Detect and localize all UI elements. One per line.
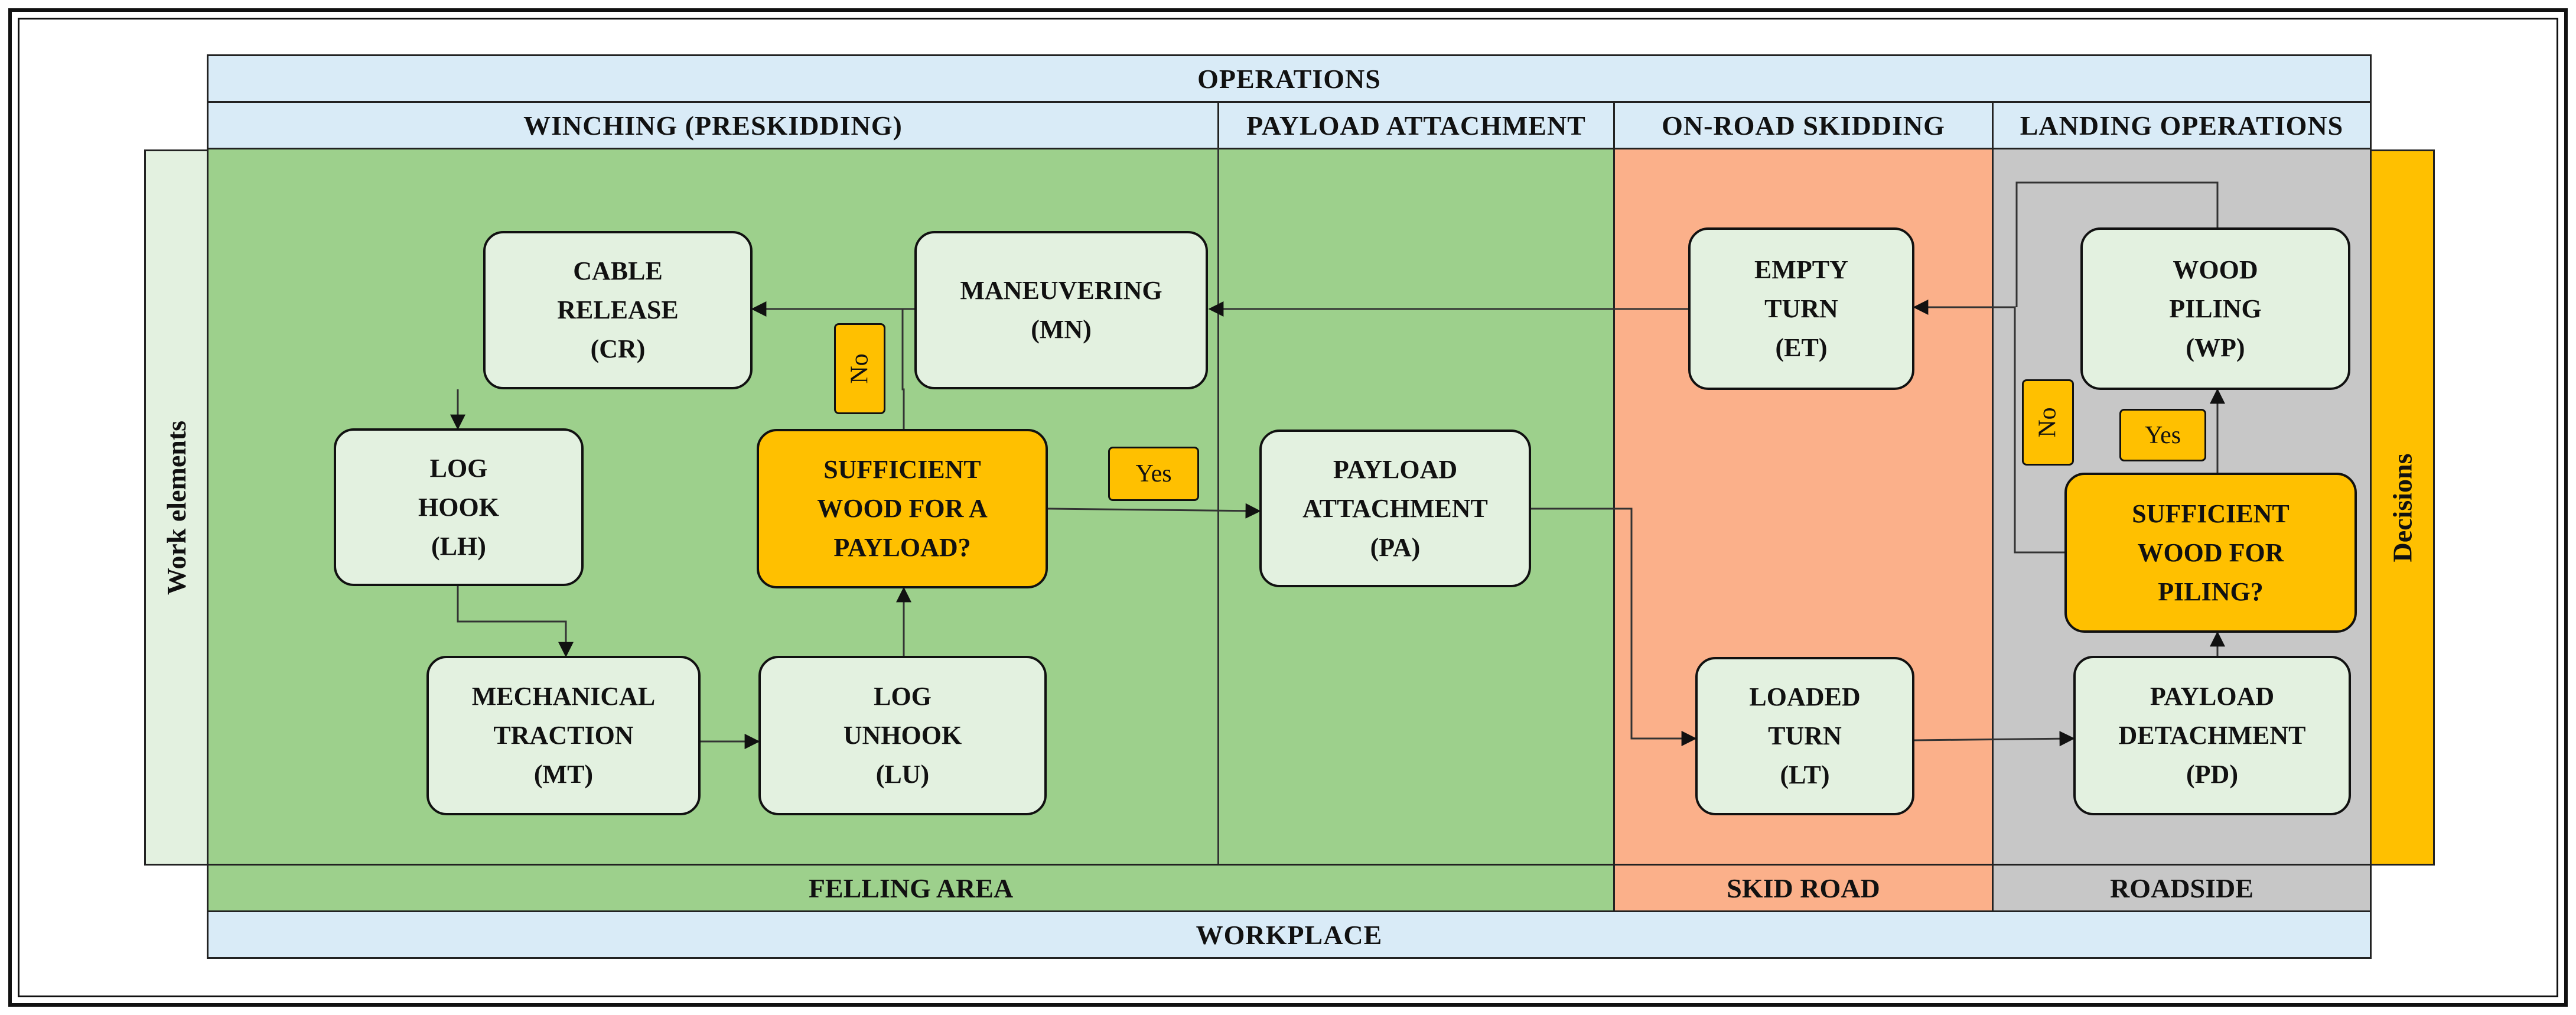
node-et-line2: TURN bbox=[1764, 294, 1838, 323]
node-mt-line1: MECHANICAL bbox=[471, 682, 656, 711]
node-lt-line2: TURN bbox=[1768, 721, 1842, 750]
node-cr-line3: (CR) bbox=[590, 334, 646, 363]
node-cr-line2: RELEASE bbox=[557, 295, 679, 324]
decision-sufficient-wood-piling: SUFFICIENT WOOD FOR PILING? bbox=[2064, 473, 2357, 633]
decision-piling-line2: WOOD FOR bbox=[2137, 538, 2284, 567]
node-cr-line1: CABLE bbox=[573, 256, 663, 285]
arrow-lh-to-mt bbox=[457, 586, 574, 658]
phase-label-on-road-skidding: ON-ROAD SKIDDING bbox=[1662, 110, 1945, 141]
arrow-decision-yes-to-pa bbox=[1047, 503, 1261, 519]
phase-label-winching: WINCHING (PRESKIDDING) bbox=[523, 110, 903, 141]
node-lh-line2: HOOK bbox=[418, 492, 499, 522]
decision-sufficient-wood-payload: SUFFICIENT WOOD FOR A PAYLOAD? bbox=[757, 429, 1048, 588]
node-et-line1: EMPTY bbox=[1754, 255, 1848, 284]
tag-yes-payload-text: Yes bbox=[1135, 460, 1172, 487]
decisions-sidebar: Decisions bbox=[2370, 149, 2435, 866]
node-cable-release: CABLE RELEASE (CR) bbox=[483, 231, 753, 389]
phase-header-landing-operations: LANDING OPERATIONS bbox=[1992, 101, 2372, 149]
node-mn-line1: MANEUVERING bbox=[960, 276, 1162, 305]
node-payload-attachment: PAYLOAD ATTACHMENT (PA) bbox=[1259, 430, 1531, 587]
tag-yes-piling-text: Yes bbox=[2144, 421, 2181, 449]
node-mt-line2: TRACTION bbox=[493, 721, 634, 750]
node-wp-line3: (WP) bbox=[2186, 333, 2245, 362]
arrow-decision-no-to-et bbox=[1913, 300, 2064, 554]
tag-no-piling-text: No bbox=[2034, 407, 2062, 438]
skid-road-label: SKID ROAD bbox=[1727, 873, 1880, 903]
node-wp-line1: WOOD bbox=[2173, 255, 2258, 284]
tag-yes-payload: Yes bbox=[1108, 447, 1199, 501]
node-lu-line1: LOG bbox=[874, 682, 932, 711]
node-lt-line3: (LT) bbox=[1780, 760, 1830, 789]
decision-payload-line1: SUFFICIENT bbox=[823, 455, 981, 484]
node-empty-turn: EMPTY TURN (ET) bbox=[1688, 227, 1914, 390]
node-log-hook: LOG HOOK (LH) bbox=[334, 428, 584, 586]
node-lh-line3: (LH) bbox=[431, 531, 486, 561]
node-lu-line2: UNHOOK bbox=[843, 721, 962, 750]
workplace-footer: WORKPLACE bbox=[207, 910, 2372, 959]
node-lt-line1: LOADED bbox=[1749, 682, 1861, 711]
decision-payload-line3: PAYLOAD? bbox=[833, 533, 971, 562]
arrow-decision-no bbox=[901, 309, 905, 429]
phase-divider bbox=[1217, 148, 1219, 866]
tag-no-payload: No bbox=[834, 323, 885, 414]
phase-label-landing-operations: LANDING OPERATIONS bbox=[2020, 110, 2344, 141]
phase-header-payload-attachment: PAYLOAD ATTACHMENT bbox=[1217, 101, 1615, 149]
arrow-lt-to-pd bbox=[1914, 731, 2075, 747]
node-payload-detachment: PAYLOAD DETACHMENT (PD) bbox=[2073, 656, 2351, 815]
node-wood-piling: WOOD PILING (WP) bbox=[2080, 227, 2350, 390]
node-mechanical-traction: MECHANICAL TRACTION (MT) bbox=[426, 656, 701, 815]
arrow-wp-loop bbox=[2015, 181, 2219, 307]
tag-no-payload-text: No bbox=[846, 353, 874, 384]
decision-piling-line1: SUFFICIENT bbox=[2132, 499, 2290, 528]
phase-label-payload-attachment: PAYLOAD ATTACHMENT bbox=[1246, 110, 1586, 141]
inner-frame bbox=[18, 18, 2558, 997]
tag-no-piling: No bbox=[2022, 379, 2074, 466]
node-mn-line2: (MN) bbox=[1031, 315, 1092, 344]
decision-piling-line3: PILING? bbox=[2158, 577, 2264, 606]
roadside-label-bar: ROADSIDE bbox=[1992, 864, 2372, 912]
roadside-label: ROADSIDE bbox=[2110, 873, 2253, 903]
node-pd-line2: DETACHMENT bbox=[2118, 721, 2306, 750]
node-loaded-turn: LOADED TURN (LT) bbox=[1695, 657, 1914, 815]
node-mt-line3: (MT) bbox=[533, 760, 594, 789]
arrow-pa-to-lt bbox=[1531, 508, 1697, 746]
node-pa-line2: ATTACHMENT bbox=[1302, 493, 1488, 523]
node-lh-line1: LOG bbox=[429, 453, 488, 483]
workplace-label: WORKPLACE bbox=[1196, 919, 1383, 950]
node-pa-line1: PAYLOAD bbox=[1333, 454, 1458, 484]
felling-area-label: FELLING AREA bbox=[808, 873, 1014, 903]
decision-payload-line2: WOOD FOR A bbox=[817, 494, 988, 523]
node-pa-line3: (PA) bbox=[1370, 532, 1421, 562]
operations-label: OPERATIONS bbox=[1197, 63, 1381, 94]
node-pd-line3: (PD) bbox=[2186, 760, 2238, 789]
node-lu-line3: (LU) bbox=[875, 760, 930, 789]
node-et-line3: (ET) bbox=[1775, 333, 1828, 362]
tag-yes-piling: Yes bbox=[2119, 409, 2206, 461]
node-pd-line1: PAYLOAD bbox=[2150, 682, 2275, 711]
outer-frame bbox=[8, 8, 2568, 1007]
node-maneuvering: MANEUVERING (MN) bbox=[914, 231, 1208, 389]
node-log-unhook: LOG UNHOOK (LU) bbox=[758, 656, 1047, 815]
felling-area-label-bar: FELLING AREA bbox=[207, 864, 1615, 912]
node-wp-line2: PILING bbox=[2169, 294, 2262, 323]
phase-header-on-road-skidding: ON-ROAD SKIDDING bbox=[1613, 101, 1994, 149]
